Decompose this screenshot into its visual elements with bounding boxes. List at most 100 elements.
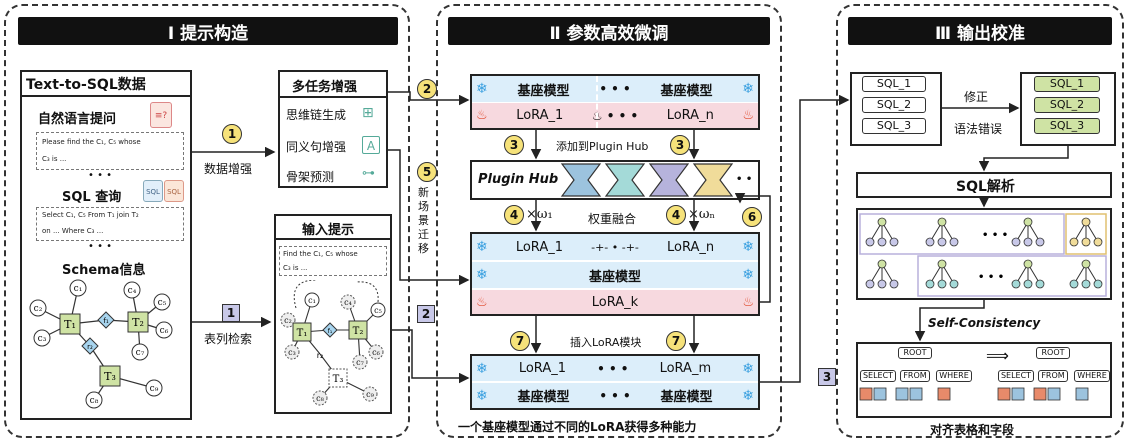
svg-text:c₄: c₄: [344, 298, 352, 307]
new-scene-transfer-label: 新场景迁移: [418, 186, 429, 255]
plugin-hub-label: Plugin Hub: [478, 172, 559, 187]
marker-4-left: 4: [504, 205, 524, 225]
svg-text:T₃: T₃: [333, 374, 344, 385]
prompt-example-box: [279, 246, 387, 276]
snowflake-icon: ❄: [476, 81, 488, 97]
ellipsis: • • •: [88, 170, 113, 181]
text-to-sql-data-box: [20, 70, 192, 420]
ellipsis: • •: [736, 174, 753, 185]
panel-prompt-construction: [4, 4, 410, 438]
base-model-label: 基座模型: [660, 390, 713, 405]
fire-icon: ♨: [476, 108, 488, 123]
base-model-label: 基座模型: [588, 269, 641, 285]
lora-1-label: LoRA_1: [516, 108, 564, 123]
ellipsis: • • •: [599, 388, 631, 403]
lora-m-row: ❄ LoRA_1 • • • LoRA_m ❄: [472, 356, 758, 381]
sql-example-box: [36, 207, 184, 241]
panel-1-title: Ⅰ 提示构造: [18, 17, 398, 45]
svg-text:• • •: • • •: [978, 272, 1004, 283]
where-node-left: WHERE: [936, 370, 972, 382]
svg-text:r₂: r₂: [87, 343, 93, 351]
cot-generation: 思维链生成: [286, 108, 347, 122]
lora-k-row: ♨ LoRA_k ♨: [472, 290, 758, 314]
snowflake-icon: ❄: [742, 81, 754, 97]
document-icon: ≡?: [150, 102, 172, 128]
add-to-plugin-hub-label: 添加到Plugin Hub: [556, 140, 649, 153]
svg-text:c₃: c₃: [38, 334, 47, 344]
base-row-top: ❄ 基座模型 • • • 基座模型 ❄: [472, 76, 758, 102]
svg-text:r₂: r₂: [317, 351, 324, 360]
marker-7-left: 7: [510, 331, 530, 351]
ellipsis: • • •: [597, 361, 629, 376]
where-node-right: WHERE: [1074, 370, 1110, 382]
snowflake-icon: ❄: [742, 267, 754, 283]
fix-label-2: 语法错误: [954, 122, 1003, 136]
lora-k-label: LoRA_k: [591, 294, 639, 310]
snowflake-icon: ❄: [742, 387, 754, 404]
sql-example-line1: Select C₁, C₅ From T₁ join T₂: [42, 211, 139, 219]
data-augmentation-label: 数据增强: [204, 162, 253, 176]
fire-icon: ♨: [742, 294, 754, 310]
nl-question-label: 自然语言提问: [38, 112, 117, 127]
panel1-arrows: [192, 91, 470, 384]
data-box-title: Text-to-SQL数据: [26, 77, 146, 93]
marker-3-right: 3: [670, 135, 690, 155]
lora-1-label: LoRA_1: [518, 361, 566, 376]
lora-n-label: LoRA_n: [667, 239, 715, 255]
marker-3-left: 3: [504, 135, 524, 155]
snowflake-icon: ❄: [742, 360, 754, 377]
synonym-augmentation: 同义句增强: [286, 140, 347, 154]
from-node-left: FROM: [900, 370, 930, 382]
svg-text:c₁: c₁: [74, 284, 83, 294]
base-row-mid: ❄ 基座模型 ❄: [472, 262, 758, 288]
schema-info-label: Schema信息: [62, 263, 146, 278]
marker-4-right: 4: [666, 205, 686, 225]
block-divider: [596, 76, 598, 128]
ellipsis: ♨ • • •: [591, 108, 639, 123]
base-row-bottom: ❄ 基座模型 • • • 基座模型 ❄: [472, 383, 758, 408]
divider: [20, 95, 192, 97]
svg-text:c₉: c₉: [366, 390, 374, 399]
sql-icon: SQL: [143, 180, 163, 202]
svg-text:T₁: T₁: [297, 328, 308, 339]
lora-adapter-icons: [560, 163, 734, 197]
sql-candidate-1: SQL_1: [862, 76, 926, 92]
weight-wn: ×ωₙ: [688, 207, 716, 222]
panel-3-title: Ⅲ 输出校准: [848, 17, 1112, 45]
svg-text:T₁: T₁: [64, 318, 76, 331]
snowflake-icon: ❄: [476, 267, 488, 283]
weight-w1: ×ω₁: [526, 207, 553, 222]
ellipsis-2: • • •: [88, 241, 113, 252]
sql-icon-back: SQL: [164, 180, 184, 202]
nl-example-box: [36, 132, 184, 170]
nl-example-line2: C₃ is ...: [42, 155, 67, 163]
svg-text:T₂: T₂: [353, 326, 364, 337]
table-column-retrieval-label: 表列检索: [204, 332, 253, 346]
svg-text:c₆: c₆: [160, 326, 169, 336]
root-node-left: ROOT: [898, 347, 932, 359]
sql-corrected-1: SQL_1: [1034, 76, 1100, 92]
svg-text:c₅: c₅: [374, 306, 382, 315]
svg-text:T₃: T₃: [104, 370, 116, 383]
svg-text:c₇: c₇: [136, 348, 145, 358]
alignment-leaves: [859, 387, 1089, 401]
svg-text:c₇: c₇: [356, 358, 364, 367]
base-model-label: 基座模型: [517, 83, 570, 99]
self-consistency-label: Self-Consistency: [928, 316, 1041, 330]
select-node-left: SELECT: [860, 370, 896, 382]
fused-lora-row: ❄ LoRA_1 -+- • -+- LoRA_n ❄: [472, 234, 758, 260]
marker-square-1: 1: [222, 304, 240, 322]
lora-row-top: ♨ LoRA_1 ♨ • • • LoRA_n ♨: [472, 103, 758, 128]
svg-text:c₉: c₉: [150, 384, 159, 394]
sql-query-label: SQL 查询: [62, 190, 122, 205]
snowflake-icon: ❄: [476, 239, 488, 255]
svg-text:c₂: c₂: [34, 304, 43, 314]
marker-6: 6: [742, 207, 762, 227]
input-prompt-title: 输入提示: [302, 223, 355, 238]
sql-corrected-2: SQL_2: [1034, 97, 1100, 113]
prompt-example-line1: Find the C₁, C₅ whose: [283, 250, 358, 258]
lora-1-label: LoRA_1: [515, 239, 563, 255]
svg-text:f₁: f₁: [103, 317, 108, 325]
